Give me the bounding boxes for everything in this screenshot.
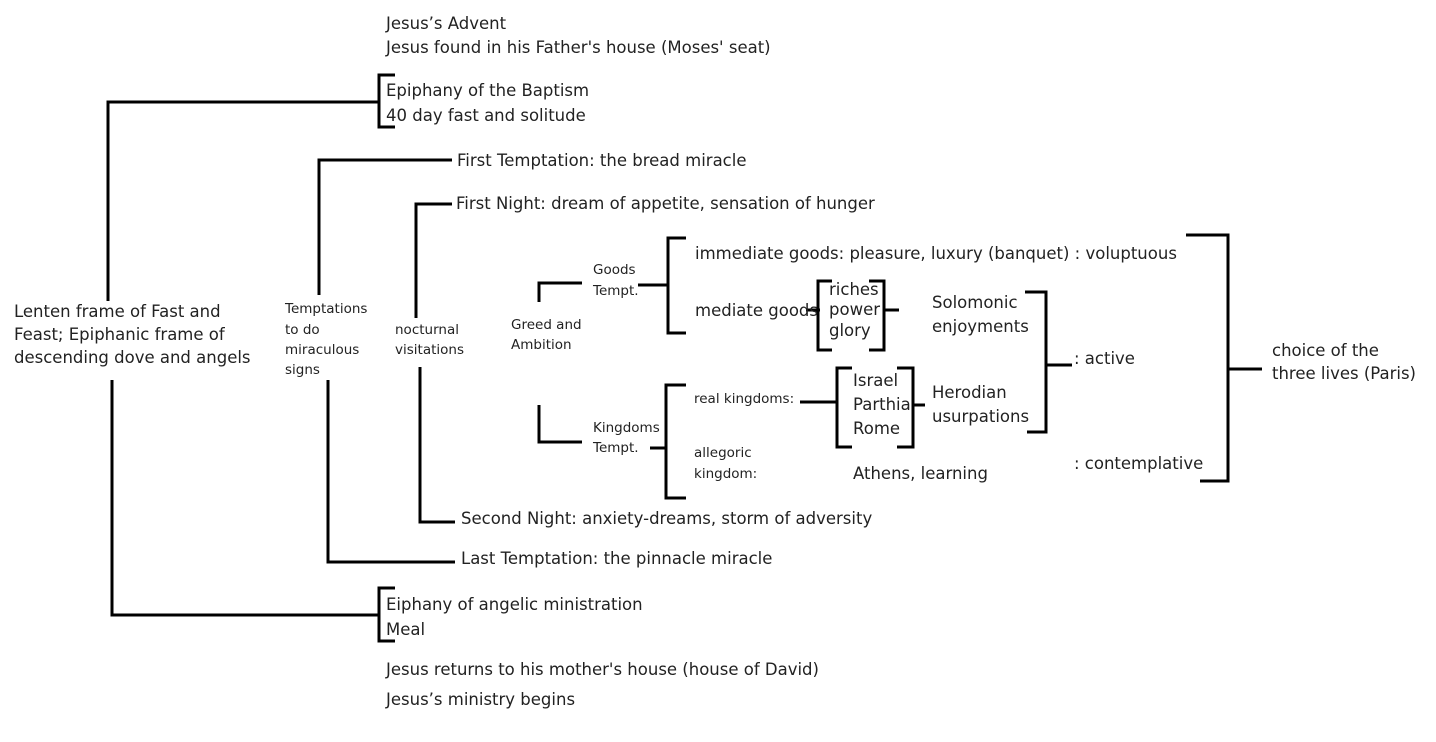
- temptations-label-2: to do: [285, 322, 320, 338]
- temptations-label-4: signs: [285, 362, 320, 378]
- greed-lower-connector: [537, 405, 582, 444]
- mediate-goods-text: mediate goods: [695, 301, 818, 320]
- kingdoms-bracket: [664, 383, 686, 500]
- first-temptation-text: First Temptation: the bread miracle: [457, 151, 747, 170]
- goods-tempt-2: Tempt.: [593, 283, 639, 299]
- choice-line-1: choice of the: [1272, 341, 1379, 360]
- immediate-goods-text: immediate goods: pleasure, luxury (banqu…: [695, 244, 1177, 263]
- last-temptation-text: Last Temptation: the pinnacle miracle: [461, 549, 773, 568]
- baptism-text: Epiphany of the Baptism: [386, 81, 590, 100]
- root-lower-connector: [110, 380, 378, 617]
- mediate-right-bracket: [869, 279, 886, 352]
- greed-label-1: Greed and: [511, 317, 582, 333]
- kingdoms-left-bracket: [835, 366, 852, 449]
- angelic-text: Eiphany of angelic ministration: [386, 595, 643, 614]
- baptism-bracket: [377, 73, 395, 129]
- temptations-label-1: Temptations: [285, 301, 368, 317]
- athens-text: Athens, learning: [853, 464, 988, 483]
- root-line-2: Feast; Epiphanic frame of: [14, 325, 225, 344]
- allegoric-2: kingdom:: [694, 466, 758, 482]
- real-kingdoms-text: real kingdoms:: [694, 391, 795, 407]
- goods-bracket: [666, 236, 686, 335]
- temptations-upper-connector: [317, 158, 452, 295]
- root-line-3: descending dove and angels: [14, 348, 251, 367]
- kingdoms-right-bracket: [897, 366, 915, 449]
- contemplative-text: : contemplative: [1074, 454, 1204, 473]
- mothers-house-text: Jesus returns to his mother's house (hou…: [386, 660, 819, 679]
- choice-line-2: three lives (Paris): [1272, 364, 1416, 383]
- active-text: : active: [1074, 349, 1135, 368]
- second-night-text: Second Night: anxiety-dreams, storm of a…: [461, 509, 873, 528]
- mediate-left-bracket: [816, 279, 832, 352]
- kingdom-item: Israel: [853, 371, 899, 390]
- nocturnal-lower-connector: [418, 367, 455, 524]
- angelic-bracket: [377, 586, 395, 643]
- mediate-item: riches: [829, 280, 879, 299]
- fast-text: 40 day fast and solitude: [386, 106, 586, 125]
- allegoric-1: allegoric: [694, 445, 752, 461]
- active-bracket: [1025, 290, 1048, 434]
- nocturnal-label-2: visitations: [395, 342, 464, 358]
- greed-upper-connector: [537, 281, 582, 302]
- nocturnal-label-1: nocturnal: [395, 322, 459, 338]
- herodian-2: usurpations: [932, 407, 1030, 426]
- ministry-text: Jesus’s ministry begins: [386, 690, 576, 709]
- advent-text: Jesus’s Advent: [386, 14, 507, 33]
- meal-text: Meal: [386, 620, 426, 639]
- temptations-lower-connector: [326, 380, 455, 564]
- greed-label-2: Ambition: [511, 337, 572, 353]
- kingdom-item: Rome: [853, 419, 901, 438]
- goods-tempt-1: Goods: [593, 262, 636, 278]
- nocturnal-upper-connector: [414, 202, 452, 318]
- root-line-1: Lenten frame of Fast and: [14, 302, 221, 321]
- root-upper-connector: [106, 100, 378, 301]
- kingdoms-tempt-2: Tempt.: [593, 440, 639, 456]
- solomonic-2: enjoyments: [932, 317, 1029, 336]
- fathers-house-text: Jesus found in his Father's house (Moses…: [386, 38, 771, 57]
- temptations-label-3: miraculous: [285, 342, 360, 358]
- mediate-item: glory: [829, 321, 871, 340]
- kingdom-item: Parthia: [853, 395, 911, 414]
- kingdoms-tempt-1: Kingdoms: [593, 420, 660, 436]
- herodian-1: Herodian: [932, 383, 1007, 402]
- first-night-text: First Night: dream of appetite, sensatio…: [456, 194, 875, 213]
- mediate-item: power: [829, 300, 880, 319]
- lives-bracket: [1186, 233, 1230, 483]
- solomonic-1: Solomonic: [932, 293, 1018, 312]
